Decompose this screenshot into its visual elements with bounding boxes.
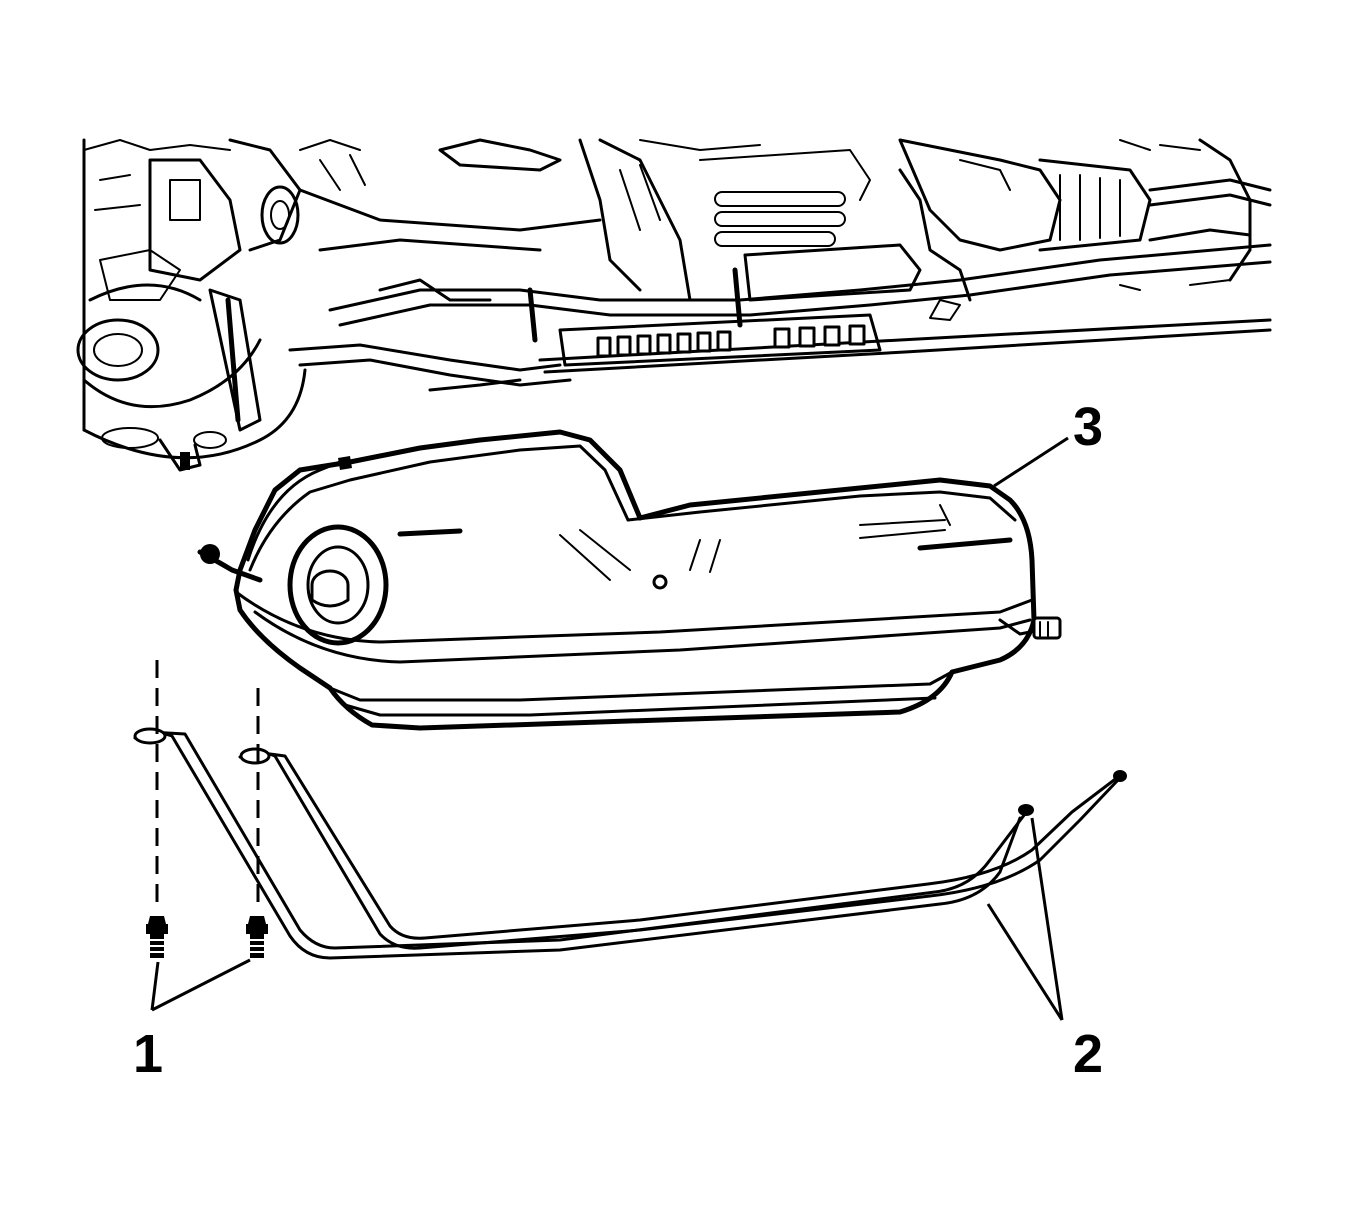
fuel-line-connector-right — [998, 616, 1062, 640]
fuel-tank-strap-bolts — [146, 660, 268, 958]
callout-3-leader — [993, 436, 1069, 488]
callout-3-label: 3 — [1073, 397, 1103, 457]
rear-suspension-assembly — [76, 138, 366, 472]
fuel-tank-strap-rear — [238, 747, 1127, 950]
callout-1-leader-b — [151, 958, 251, 1012]
callout-1-leader-a — [150, 961, 160, 1011]
callout-2-leader-a — [986, 903, 1064, 1021]
fuel-tank — [197, 429, 1062, 731]
cross-member-slots — [527, 267, 882, 367]
callout-2-label: 2 — [1073, 1024, 1103, 1084]
callout-2-leader-b — [1030, 817, 1064, 1021]
strap-bolt-left — [146, 916, 168, 958]
frame-rail — [288, 188, 1272, 392]
strap-bolt-right — [246, 916, 268, 958]
underbody-center-components — [438, 138, 922, 302]
callout-1-label: 1 — [133, 1024, 163, 1084]
callout-3: 3 — [993, 397, 1103, 488]
exhaust-components — [898, 138, 1272, 321]
fuel-pump-module — [287, 524, 389, 646]
filler-connector-left — [197, 456, 352, 583]
vehicle-underbody — [76, 138, 1272, 472]
callout-1: 1 — [133, 958, 251, 1084]
callout-2: 2 — [986, 817, 1103, 1084]
fuel-tank-straps — [133, 727, 1127, 960]
